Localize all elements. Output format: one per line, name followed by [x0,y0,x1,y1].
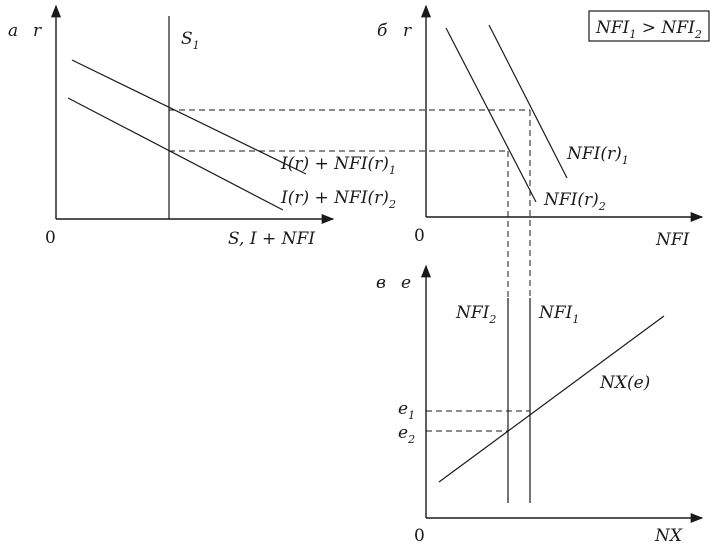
panel-a-letter: а [8,21,18,41]
panel-b-letter: б [377,21,388,41]
nx-curve [438,315,665,483]
nfi1-label: NFI1 [538,303,579,326]
nfi-curve-1-label: NFI(r)1 [566,144,629,167]
nfi2-label: NFI2 [455,303,496,326]
e1-label: e1 [398,399,415,422]
nx-curve-label: NX(e) [599,373,650,393]
condition-box-frame [588,10,710,42]
panel-a-origin: 0 [45,228,56,248]
investment-curve-2-label: I(r) + NFI(r)2 [280,188,396,211]
investment-curve-1-label: I(r) + NFI(r)1 [280,154,396,177]
nfi-curve-1 [488,24,568,179]
panel-c-origin: 0 [414,526,425,546]
panel-c-x-axis-label: NX [654,526,683,546]
panel-b-y-axis-label: r [403,21,412,41]
panel-b-x-axis-label: NFI [655,230,690,250]
panel-c: в e 0 NX NFI2 NFI1 NX(e) e1 e2 [376,264,704,546]
panel-a: а r 0 S, I + NFI S1 I(r) + NFI(r)1 I(r) … [8,4,530,249]
panel-b: б r 0 NFI NFI(r)1 NFI(r)2 [377,4,704,250]
panel-c-letter: в [376,273,386,293]
nfi-curve-2-label: NFI(r)2 [543,190,606,213]
e2-label: e2 [398,423,415,446]
condition-box: NFI1 > NFI2 [588,10,710,42]
panel-a-y-axis-label: r [33,21,42,41]
supply-curve-label: S1 [181,29,200,52]
condition-box-text: NFI1 > NFI2 [595,18,702,41]
investment-curve-2 [67,97,284,211]
investment-curve-1 [71,59,307,175]
panel-b-origin: 0 [414,226,425,246]
panel-c-y-axis-label: e [401,273,411,293]
panel-a-x-axis-label: S, I + NFI [228,229,315,249]
nfi-curve-2 [445,27,537,203]
